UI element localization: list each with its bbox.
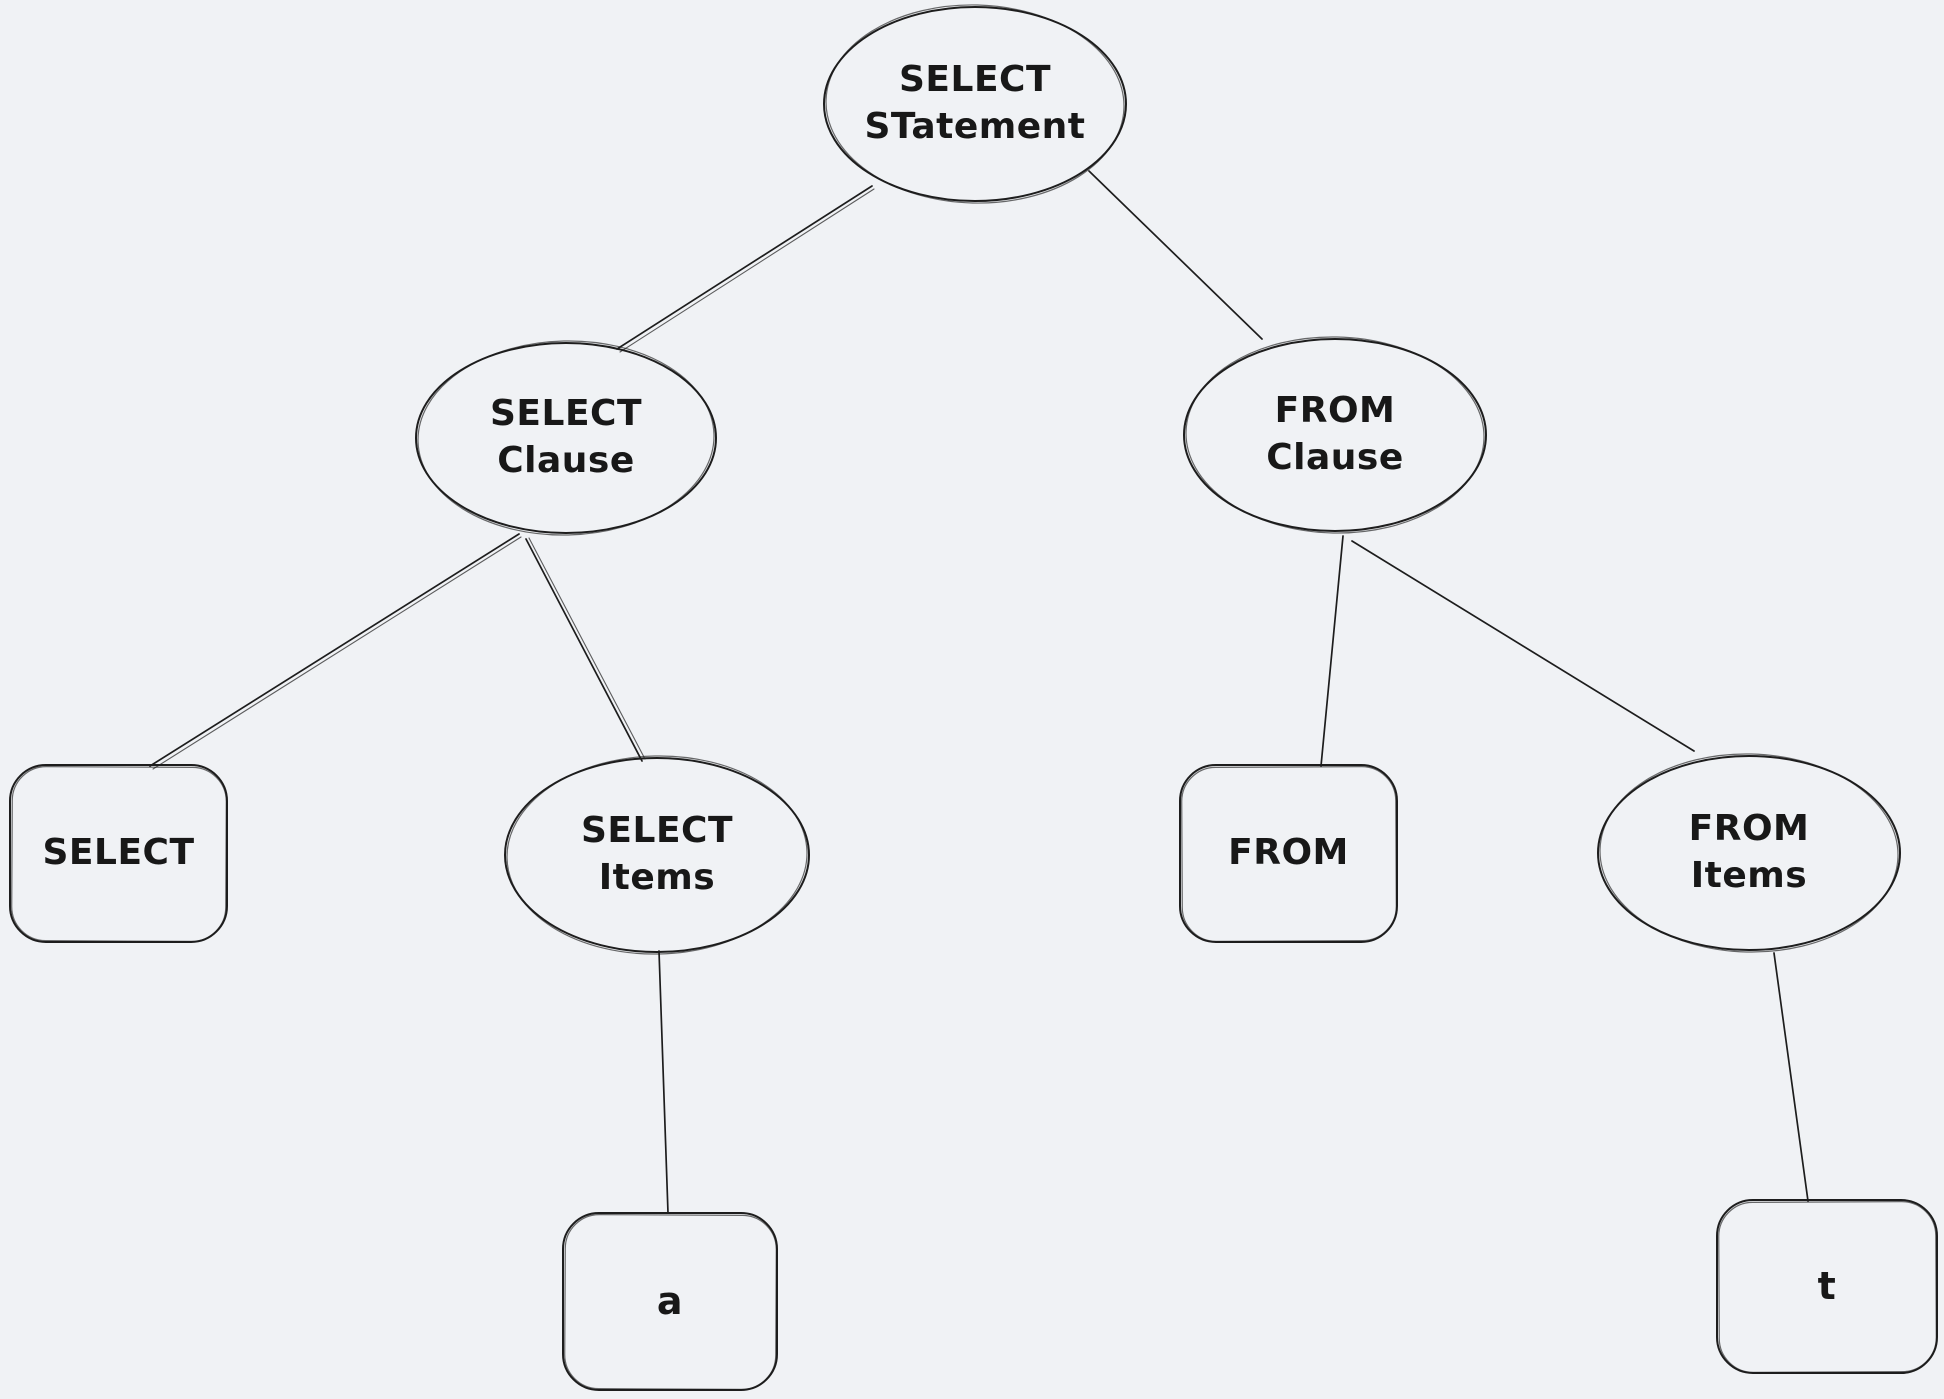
node-shape-select-clause <box>415 340 717 536</box>
node-shape-item-t <box>1716 1199 1938 1374</box>
node-select-statement[interactable]: SELECT STatement <box>864 59 1086 147</box>
edge-select-clause-to-select-keyword[interactable] <box>149 533 522 770</box>
edge-select-statement-to-from-clause[interactable] <box>1088 170 1263 340</box>
node-shape-select-statement <box>823 4 1127 204</box>
node-item-a[interactable]: a <box>656 1278 684 1323</box>
node-shape-select-keyword <box>9 764 228 943</box>
node-from-clause[interactable]: FROM Clause <box>1266 390 1404 478</box>
node-select-clause[interactable]: SELECT Clause <box>489 393 643 481</box>
node-shape-select-items <box>504 755 810 955</box>
edge-select-statement-to-select-clause[interactable] <box>616 185 875 353</box>
edge-select-items-to-item-a[interactable] <box>658 950 669 1214</box>
edge-from-items-to-item-t[interactable] <box>1773 952 1809 1202</box>
edge-select-clause-to-select-items[interactable] <box>525 537 646 762</box>
node-select-keyword[interactable]: SELECT <box>42 832 195 874</box>
node-shape-from-keyword <box>1179 764 1398 943</box>
node-shape-item-a <box>562 1212 778 1391</box>
node-shape-from-items <box>1597 753 1901 953</box>
edge-from-clause-to-from-items[interactable] <box>1351 540 1695 752</box>
edge-from-clause-to-from-keyword[interactable] <box>1320 535 1344 767</box>
node-from-items[interactable]: FROM Items <box>1688 808 1810 896</box>
node-shape-from-clause <box>1183 336 1487 534</box>
node-select-items[interactable]: SELECT Items <box>580 810 734 898</box>
node-from-keyword[interactable]: FROM <box>1228 832 1349 874</box>
node-item-t[interactable]: t <box>1817 1263 1837 1308</box>
